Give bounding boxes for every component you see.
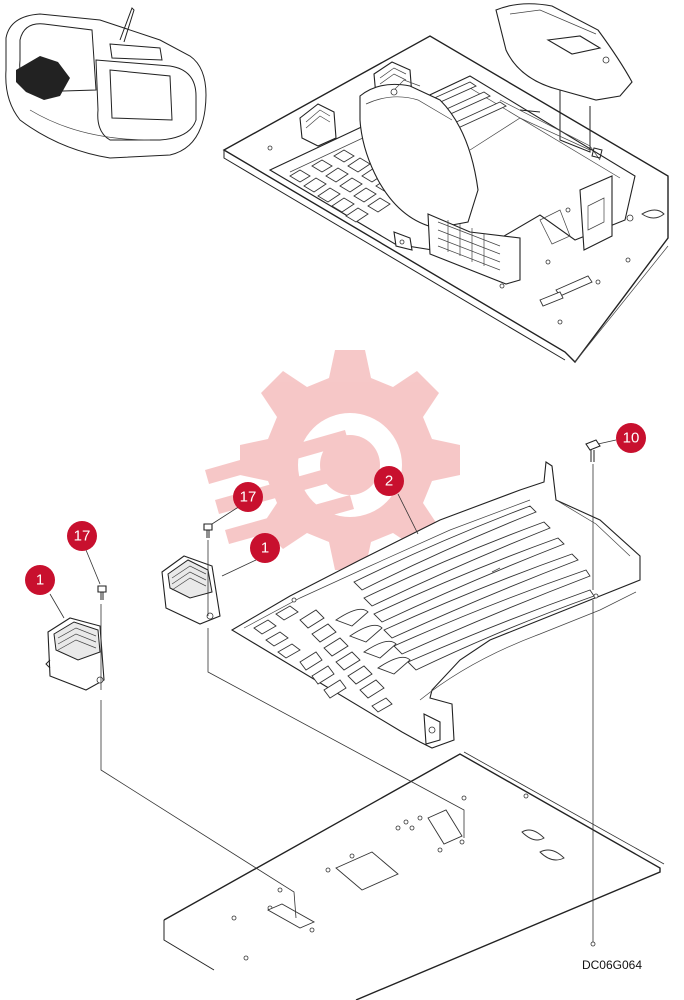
mat-ribs-long [353, 505, 595, 671]
callout-label: 1 [36, 572, 44, 589]
callout-10: 10 [616, 423, 646, 453]
cab-overview-inset [5, 7, 207, 159]
callout-label: 17 [74, 528, 91, 545]
callout-label: 10 [623, 430, 640, 447]
callout-1-left: 1 [25, 565, 55, 595]
callout-17-left: 17 [67, 521, 97, 551]
drawing-code: DC06G064 [581, 958, 642, 972]
assembly-leader-lines [100, 464, 665, 947]
console-grille-slots [437, 220, 501, 271]
mat-ribs-short [253, 605, 411, 713]
floor-mat-part-2 [230, 461, 641, 749]
callout-2: 2 [374, 466, 404, 496]
watermark-logo [205, 350, 460, 570]
rest-pad-center [161, 555, 221, 625]
callout-17-center: 17 [233, 482, 263, 512]
rest-pad-left [45, 617, 105, 691]
bolt-17-left [97, 585, 107, 600]
callout-leaders [49, 439, 617, 619]
bolt-17-center [203, 523, 213, 538]
callout-label: 1 [261, 540, 269, 557]
upper-floor-assembly [222, 3, 669, 364]
lower-floor-plate [163, 753, 661, 1000]
callout-label: 2 [385, 473, 393, 490]
bolt-10 [585, 439, 601, 462]
upper-mat-ribs [289, 149, 399, 223]
callout-label: 17 [240, 489, 257, 506]
callout-1-center: 1 [250, 533, 280, 563]
